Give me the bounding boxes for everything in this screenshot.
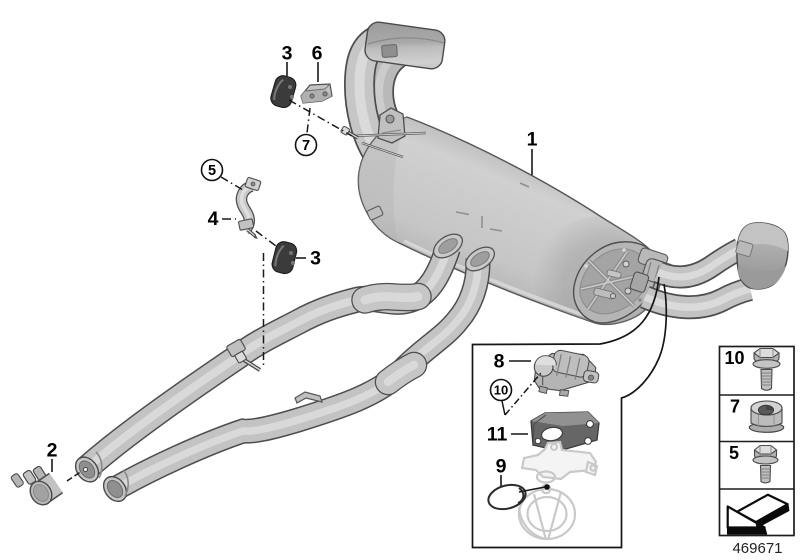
svg-text:5: 5 [729,443,739,463]
svg-text:7: 7 [730,397,740,417]
svg-text:4: 4 [208,208,219,230]
svg-text:6: 6 [312,43,323,65]
svg-text:5: 5 [208,163,216,179]
svg-text:9: 9 [496,456,507,478]
svg-text:8: 8 [494,351,505,373]
svg-text:10: 10 [724,348,744,368]
svg-text:1: 1 [527,129,538,151]
svg-text:3: 3 [310,248,321,270]
svg-text:11: 11 [487,424,508,446]
svg-text:2: 2 [47,440,58,462]
svg-text:10: 10 [494,383,508,398]
svg-text:7: 7 [302,138,310,154]
svg-text:469671: 469671 [732,540,782,557]
svg-text:3: 3 [282,43,293,65]
